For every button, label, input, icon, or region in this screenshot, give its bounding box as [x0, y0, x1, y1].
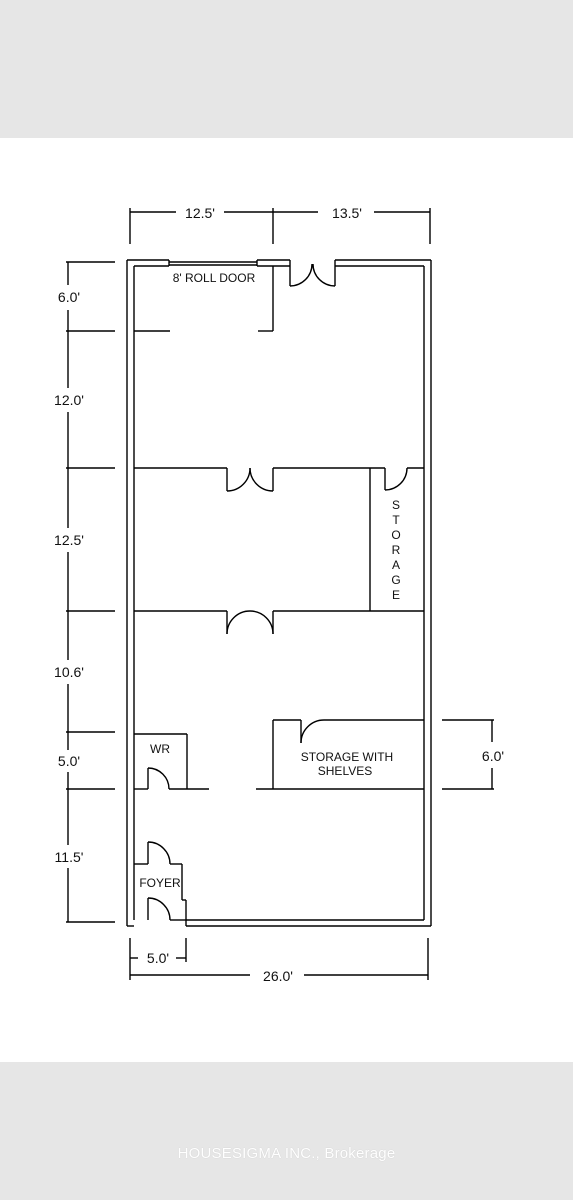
entry-double-door	[289, 263, 336, 287]
dim-label-left-5: 5.0'	[58, 753, 80, 769]
bottom-gray-band	[0, 1062, 573, 1200]
storage-letter: R	[392, 543, 401, 557]
dim-label-left-2: 12.0'	[54, 392, 84, 408]
storage-letter: T	[392, 513, 400, 527]
storage-shelves-label-line1: STORAGE WITH	[301, 750, 393, 764]
dim-label-bottom-small: 5.0'	[147, 950, 169, 966]
storage-letter: S	[392, 498, 400, 512]
roll-door-label: 8' ROLL DOOR	[173, 271, 256, 285]
storage-vertical-label: S T O R A G E	[391, 498, 400, 602]
top-gray-band	[0, 0, 573, 138]
storage-letter: G	[391, 573, 400, 587]
dim-label-left-3: 12.5'	[54, 532, 84, 548]
dim-label-right-storage: 6.0'	[482, 748, 504, 764]
foyer-walls	[134, 841, 187, 926]
dim-label-left-4: 10.6'	[54, 664, 84, 680]
storage-shelves-label-line2: SHELVES	[318, 764, 372, 778]
watermark: HOUSESIGMA INC., Brokerage	[177, 1145, 396, 1162]
roll-door-partition	[134, 266, 274, 332]
storage-shelves-walls	[272, 719, 424, 789]
dim-label-bottom-total: 26.0'	[263, 968, 293, 984]
dim-label-left-6: 11.5'	[55, 849, 84, 865]
dim-line-right	[442, 719, 494, 790]
dim-label-top-left: 12.5'	[185, 205, 215, 221]
interior-wall-1	[134, 467, 424, 611]
dim-line-left	[66, 261, 115, 923]
dim-line-bottom	[129, 938, 429, 980]
roll-door	[169, 261, 257, 266]
storage-letter: E	[392, 588, 400, 602]
dim-label-left-1: 6.0'	[58, 289, 80, 305]
wr-label: WR	[150, 742, 170, 756]
exterior-walls	[126, 259, 432, 927]
wr-walls	[134, 733, 188, 790]
dim-label-top-right: 13.5'	[332, 205, 362, 221]
interior-wall-2	[134, 610, 424, 635]
storage-letter: A	[392, 558, 400, 572]
storage-letter: O	[391, 528, 400, 542]
dim-line-top	[129, 208, 431, 244]
foyer-label: FOYER	[139, 876, 181, 890]
